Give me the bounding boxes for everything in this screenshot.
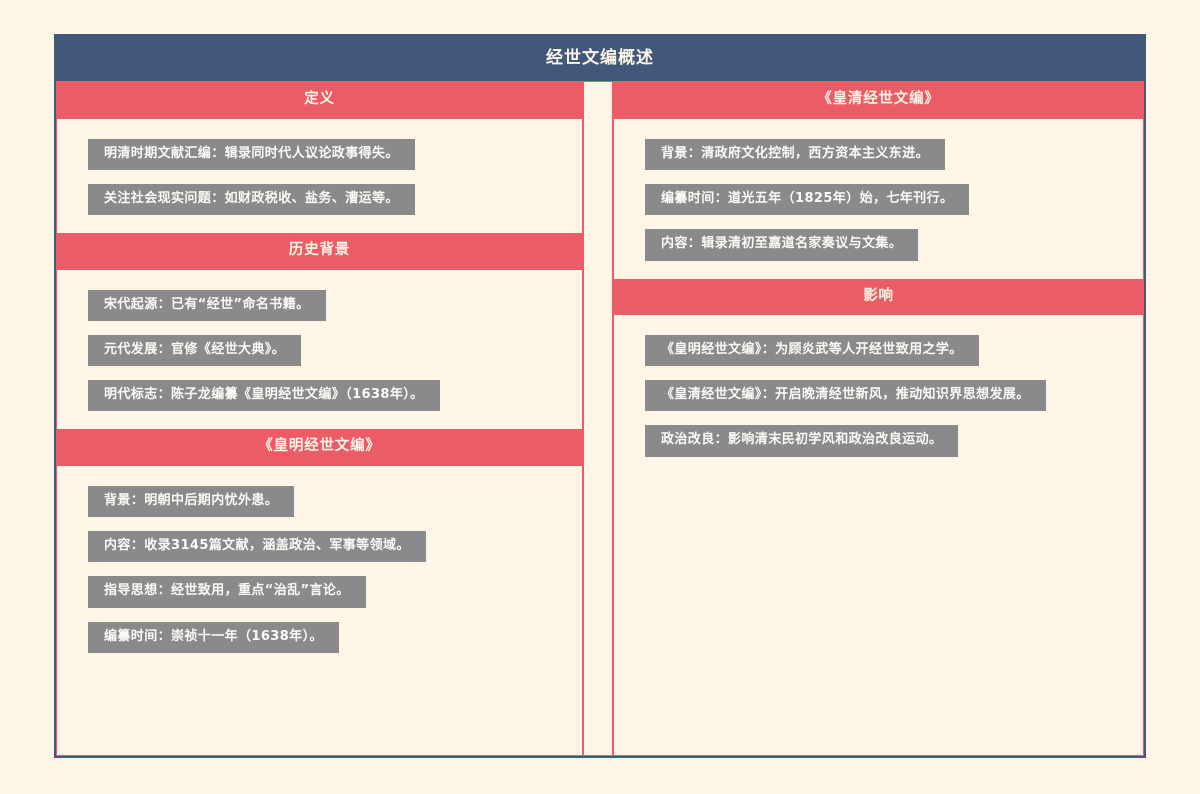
list-item[interactable]: 指导思想：经世致用，重点“治乱”言论。 <box>88 576 366 608</box>
list-item[interactable]: 宋代起源：已有“经世”命名书籍。 <box>88 289 326 321</box>
list-item[interactable]: 背景：明朝中后期内忧外患。 <box>88 485 295 518</box>
section-header-historical-background: 历史背景 <box>57 233 582 270</box>
list-item[interactable]: 关注社会现实问题：如财政税收、盐务、漕运等。 <box>88 184 415 216</box>
section-header-huangming-jingshi-wenbian: 《皇明经世文编》 <box>57 429 582 466</box>
column-divider <box>583 81 613 756</box>
section-influence: 影响 《皇明经世文编》：为顾炎武等人开经世致用之学。 《皇清经世文编》：开启晚清… <box>614 278 1143 475</box>
page-title: 经世文编概述 <box>56 36 1144 82</box>
list-item[interactable]: 内容：辑录清初至嘉道名家奏议与文集。 <box>645 229 919 261</box>
section-body-huangming-jingshi-wenbian: 背景：明朝中后期内忧外患。 内容：收录3145篇文献，涵盖政治、军事等领域。 指… <box>57 466 582 671</box>
section-body-influence: 《皇明经世文编》：为顾炎武等人开经世致用之学。 《皇清经世文编》：开启晚清经世新… <box>614 315 1143 475</box>
list-item[interactable]: 背景：清政府文化控制，西方资本主义东进。 <box>645 138 946 171</box>
left-column: 定义 明清时期文献汇编：辑录同时代人议论政事得失。 关注社会现实问题：如财政税收… <box>56 81 583 756</box>
section-historical-background: 历史背景 宋代起源：已有“经世”命名书籍。 元代发展：官修《经世大典》。 明代标… <box>57 233 582 429</box>
right-column: 《皇清经世文编》 背景：清政府文化控制，西方资本主义东进。 编纂时间：道光五年（… <box>613 81 1144 756</box>
section-huangqing-jingshi-wenbian: 《皇清经世文编》 背景：清政府文化控制，西方资本主义东进。 编纂时间：道光五年（… <box>614 82 1143 278</box>
list-item[interactable]: 政治改良：影响清末民初学风和政治改良运动。 <box>645 425 959 457</box>
section-header-influence: 影响 <box>614 278 1143 315</box>
columns-wrapper: 定义 明清时期文献汇编：辑录同时代人议论政事得失。 关注社会现实问题：如财政税收… <box>56 81 1144 756</box>
list-item[interactable]: 《皇清经世文编》：开启晚清经世新风，推动知识界思想发展。 <box>645 380 1046 412</box>
list-item[interactable]: 《皇明经世文编》：为顾炎武等人开经世致用之学。 <box>645 334 979 367</box>
list-item[interactable]: 明清时期文献汇编：辑录同时代人议论政事得失。 <box>88 138 415 171</box>
section-body-historical-background: 宋代起源：已有“经世”命名书籍。 元代发展：官修《经世大典》。 明代标志：陈子龙… <box>57 270 582 430</box>
list-item[interactable]: 编纂时间：崇祯十一年（1638年）。 <box>88 621 339 653</box>
list-item[interactable]: 内容：收录3145篇文献，涵盖政治、军事等领域。 <box>88 531 426 563</box>
section-definition: 定义 明清时期文献汇编：辑录同时代人议论政事得失。 关注社会现实问题：如财政税收… <box>57 82 582 233</box>
section-huangming-jingshi-wenbian: 《皇明经世文编》 背景：明朝中后期内忧外患。 内容：收录3145篇文献，涵盖政治… <box>57 429 582 670</box>
list-item[interactable]: 元代发展：官修《经世大典》。 <box>88 334 302 367</box>
list-item[interactable]: 明代标志：陈子龙编纂《皇明经世文编》（1638年）。 <box>88 380 440 412</box>
section-header-huangqing-jingshi-wenbian: 《皇清经世文编》 <box>614 82 1143 119</box>
section-body-definition: 明清时期文献汇编：辑录同时代人议论政事得失。 关注社会现实问题：如财政税收、盐务… <box>57 119 582 234</box>
list-item[interactable]: 编纂时间：道光五年（1825年）始，七年刊行。 <box>645 184 970 216</box>
infographic-container: 经世文编概述 定义 明清时期文献汇编：辑录同时代人议论政事得失。 关注社会现实问… <box>54 34 1146 758</box>
section-header-definition: 定义 <box>57 82 582 119</box>
section-body-huangqing-jingshi-wenbian: 背景：清政府文化控制，西方资本主义东进。 编纂时间：道光五年（1825年）始，七… <box>614 119 1143 279</box>
